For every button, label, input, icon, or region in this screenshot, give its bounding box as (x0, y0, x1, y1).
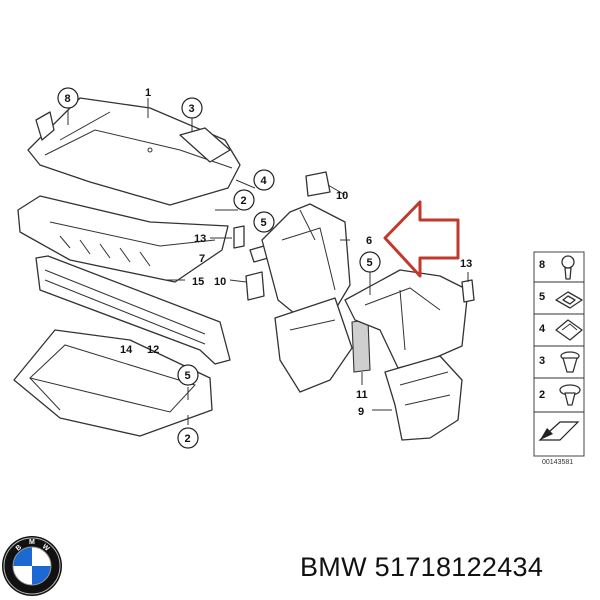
svg-text:B: B (15, 544, 23, 553)
expanding-rivet-icon (560, 351, 580, 373)
legend-num-3: 3 (539, 355, 545, 367)
fastener-legend: 8 5 4 3 2 00143581 (533, 251, 585, 466)
label-14: 14 (120, 344, 133, 356)
label-2a: 2 (241, 195, 247, 207)
leader-lines (67, 98, 469, 425)
part-9-lower-panel (384, 355, 463, 441)
part-right-panel (344, 269, 469, 369)
label-10b: 10 (336, 190, 348, 202)
legend-num-4: 4 (539, 323, 546, 335)
label-5a: 5 (261, 217, 267, 229)
label-7: 7 (199, 253, 205, 265)
part-15-lower-cover (17, 195, 229, 283)
callout-circle-3 (181, 97, 203, 119)
label-11: 11 (356, 389, 368, 401)
label-13a: 13 (194, 233, 206, 245)
part-10-piece-top (305, 171, 331, 197)
label-5b: 5 (185, 370, 191, 382)
legend-num-8: 8 (539, 259, 545, 271)
part-1-upper-cover (27, 97, 241, 206)
part-number-caption: BMW 51718122434 (300, 552, 544, 582)
label-5c: 5 (367, 257, 373, 269)
label-10a: 10 (214, 276, 226, 288)
label-2b: 2 (185, 433, 191, 445)
screw-icon (561, 255, 575, 280)
part-3-bracket (179, 127, 231, 163)
part-11-strip (351, 319, 371, 373)
part-14-bar (35, 255, 231, 365)
callout-circle-2a (233, 189, 255, 211)
part-6-side-panel (261, 203, 351, 319)
callout-circle-5a (253, 211, 275, 233)
legend-num-5: 5 (539, 291, 545, 303)
callout-circle-8 (57, 87, 79, 109)
svg-text:M: M (29, 539, 35, 546)
direction-arrow-icon (538, 421, 580, 441)
svg-text:W: W (41, 543, 51, 553)
label-8a: 8 (65, 93, 71, 105)
part-tray-lower (13, 329, 213, 437)
label-9: 9 (358, 406, 364, 418)
label-13b: 13 (460, 258, 472, 270)
label-3a: 3 (189, 103, 195, 115)
label-15: 15 (192, 276, 204, 288)
callout-circle-2b (177, 427, 199, 449)
callout-circle-5c (359, 251, 381, 273)
label-4a: 4 (261, 175, 268, 187)
clip-nut-icon (555, 319, 583, 341)
part-13-clip (233, 225, 245, 249)
square-nut-icon (555, 291, 583, 309)
callout-circle-4 (253, 169, 275, 191)
legend-num-2: 2 (539, 389, 545, 401)
push-rivet-icon (559, 384, 581, 406)
label-12: 12 (147, 344, 159, 356)
part-13-clip-right (461, 279, 475, 303)
label-6: 6 (366, 235, 372, 247)
bmw-logo: B M W (2, 536, 62, 596)
part-8-bracket (35, 111, 55, 141)
label-1: 1 (145, 87, 151, 99)
callout-circle-5b (177, 364, 199, 386)
legend-code: 00143581 (542, 459, 573, 466)
part-10-piece-left (245, 271, 265, 301)
part-9-left-panel (274, 297, 353, 393)
highlight-arrow (383, 200, 460, 278)
